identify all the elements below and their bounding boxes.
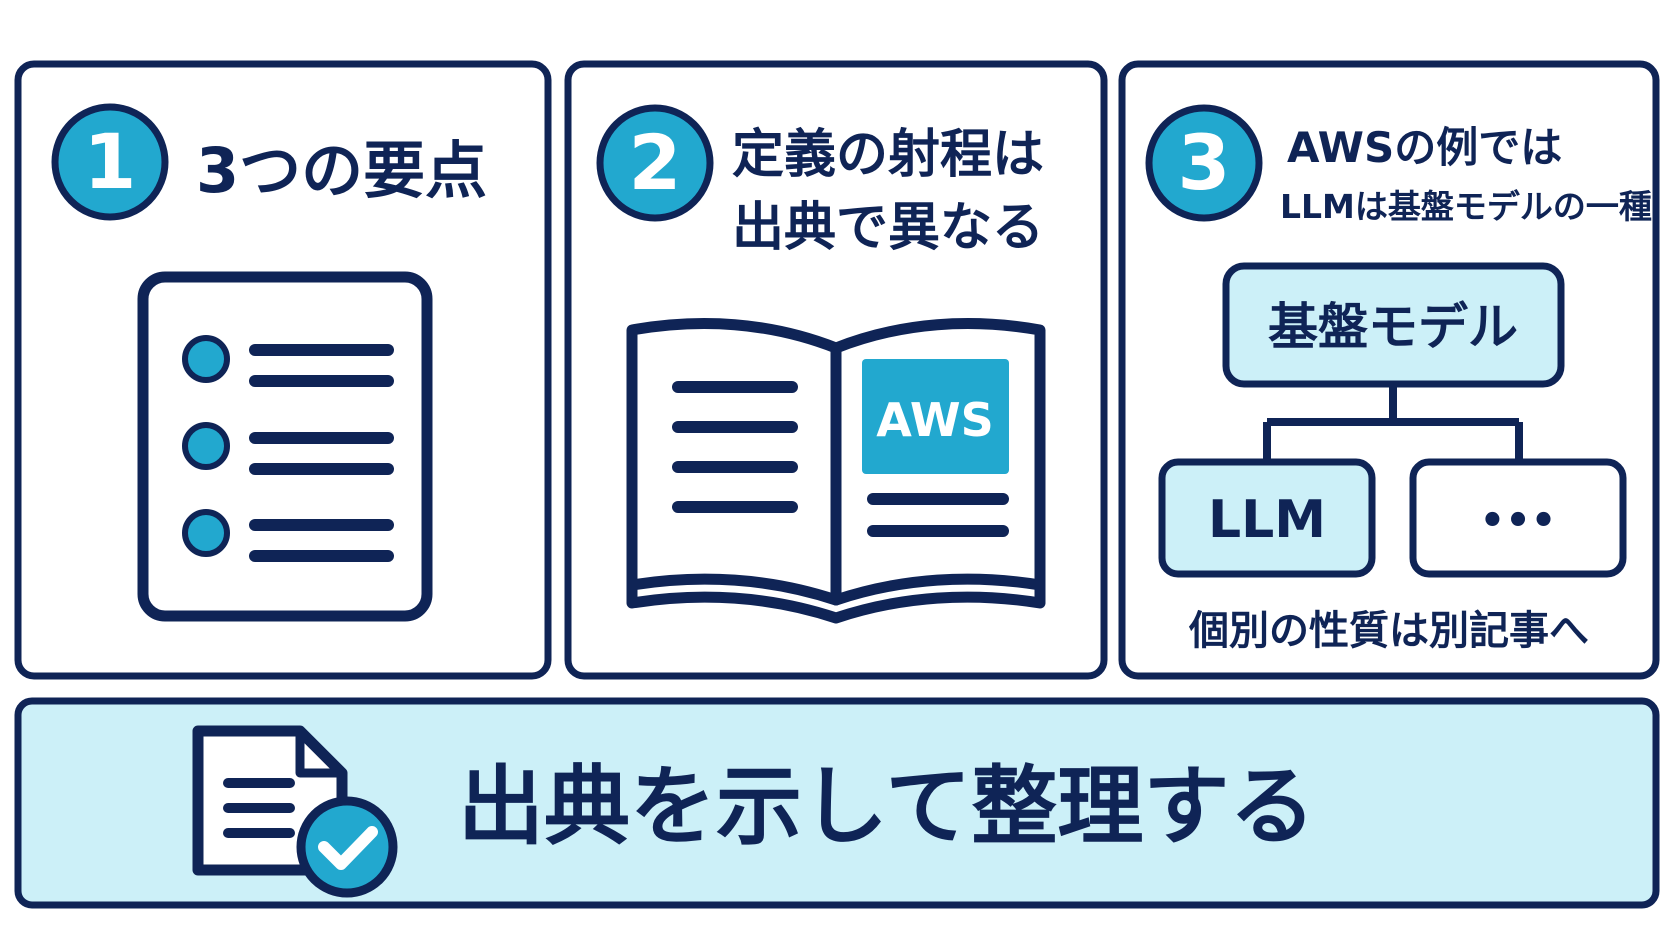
checklist-icon [137, 271, 433, 622]
panel-1-title: 3つの要点 [196, 134, 487, 207]
panel-2: 2 定義の射程は 出典で異なる AWS [564, 60, 1108, 680]
panel-3-caption: 個別の性質は別記事へ [1188, 608, 1589, 654]
document-check-icon [192, 725, 398, 898]
step-number-2: 2 [629, 118, 682, 207]
tree-child-llm-label: LLM [1208, 490, 1326, 550]
tree-child-llm: LLM [1158, 458, 1376, 578]
tree-root-node: 基盤モデル [1222, 262, 1565, 388]
book-badge: AWS [862, 359, 1009, 474]
step-number-3: 3 [1178, 118, 1231, 207]
panel-2-title-line-1: 定義の射程は [732, 125, 1044, 185]
tree-root-label: 基盤モデル [1268, 298, 1518, 356]
step-number-1: 1 [84, 117, 137, 206]
panel-3: 3 AWSの例では LLMは基盤モデルの一種 基盤モデル LLM ••• [1118, 60, 1660, 680]
panel-1: 1 3つの要点 [14, 60, 552, 680]
conclusion-text: 出典を示して整理する [458, 757, 1315, 857]
step-number-badge-3: 3 [1145, 104, 1263, 222]
panel-3-title-line-1: AWSの例では [1287, 123, 1562, 172]
hierarchy-icon: 基盤モデル LLM ••• [1158, 262, 1627, 578]
tree-child-more-label: ••• [1480, 498, 1557, 544]
tree-child-more: ••• [1409, 458, 1627, 578]
open-book-icon: AWS [626, 318, 1046, 624]
conclusion-banner: 出典を示して整理する [14, 697, 1660, 909]
panel-2-title-line-2: 出典で異なる [732, 198, 1044, 258]
panel-3-title-line-2: LLMは基盤モデルの一種 [1280, 187, 1652, 226]
step-number-badge-2: 2 [596, 104, 714, 222]
book-badge-label: AWS [876, 393, 993, 447]
step-number-badge-1: 1 [51, 103, 169, 221]
